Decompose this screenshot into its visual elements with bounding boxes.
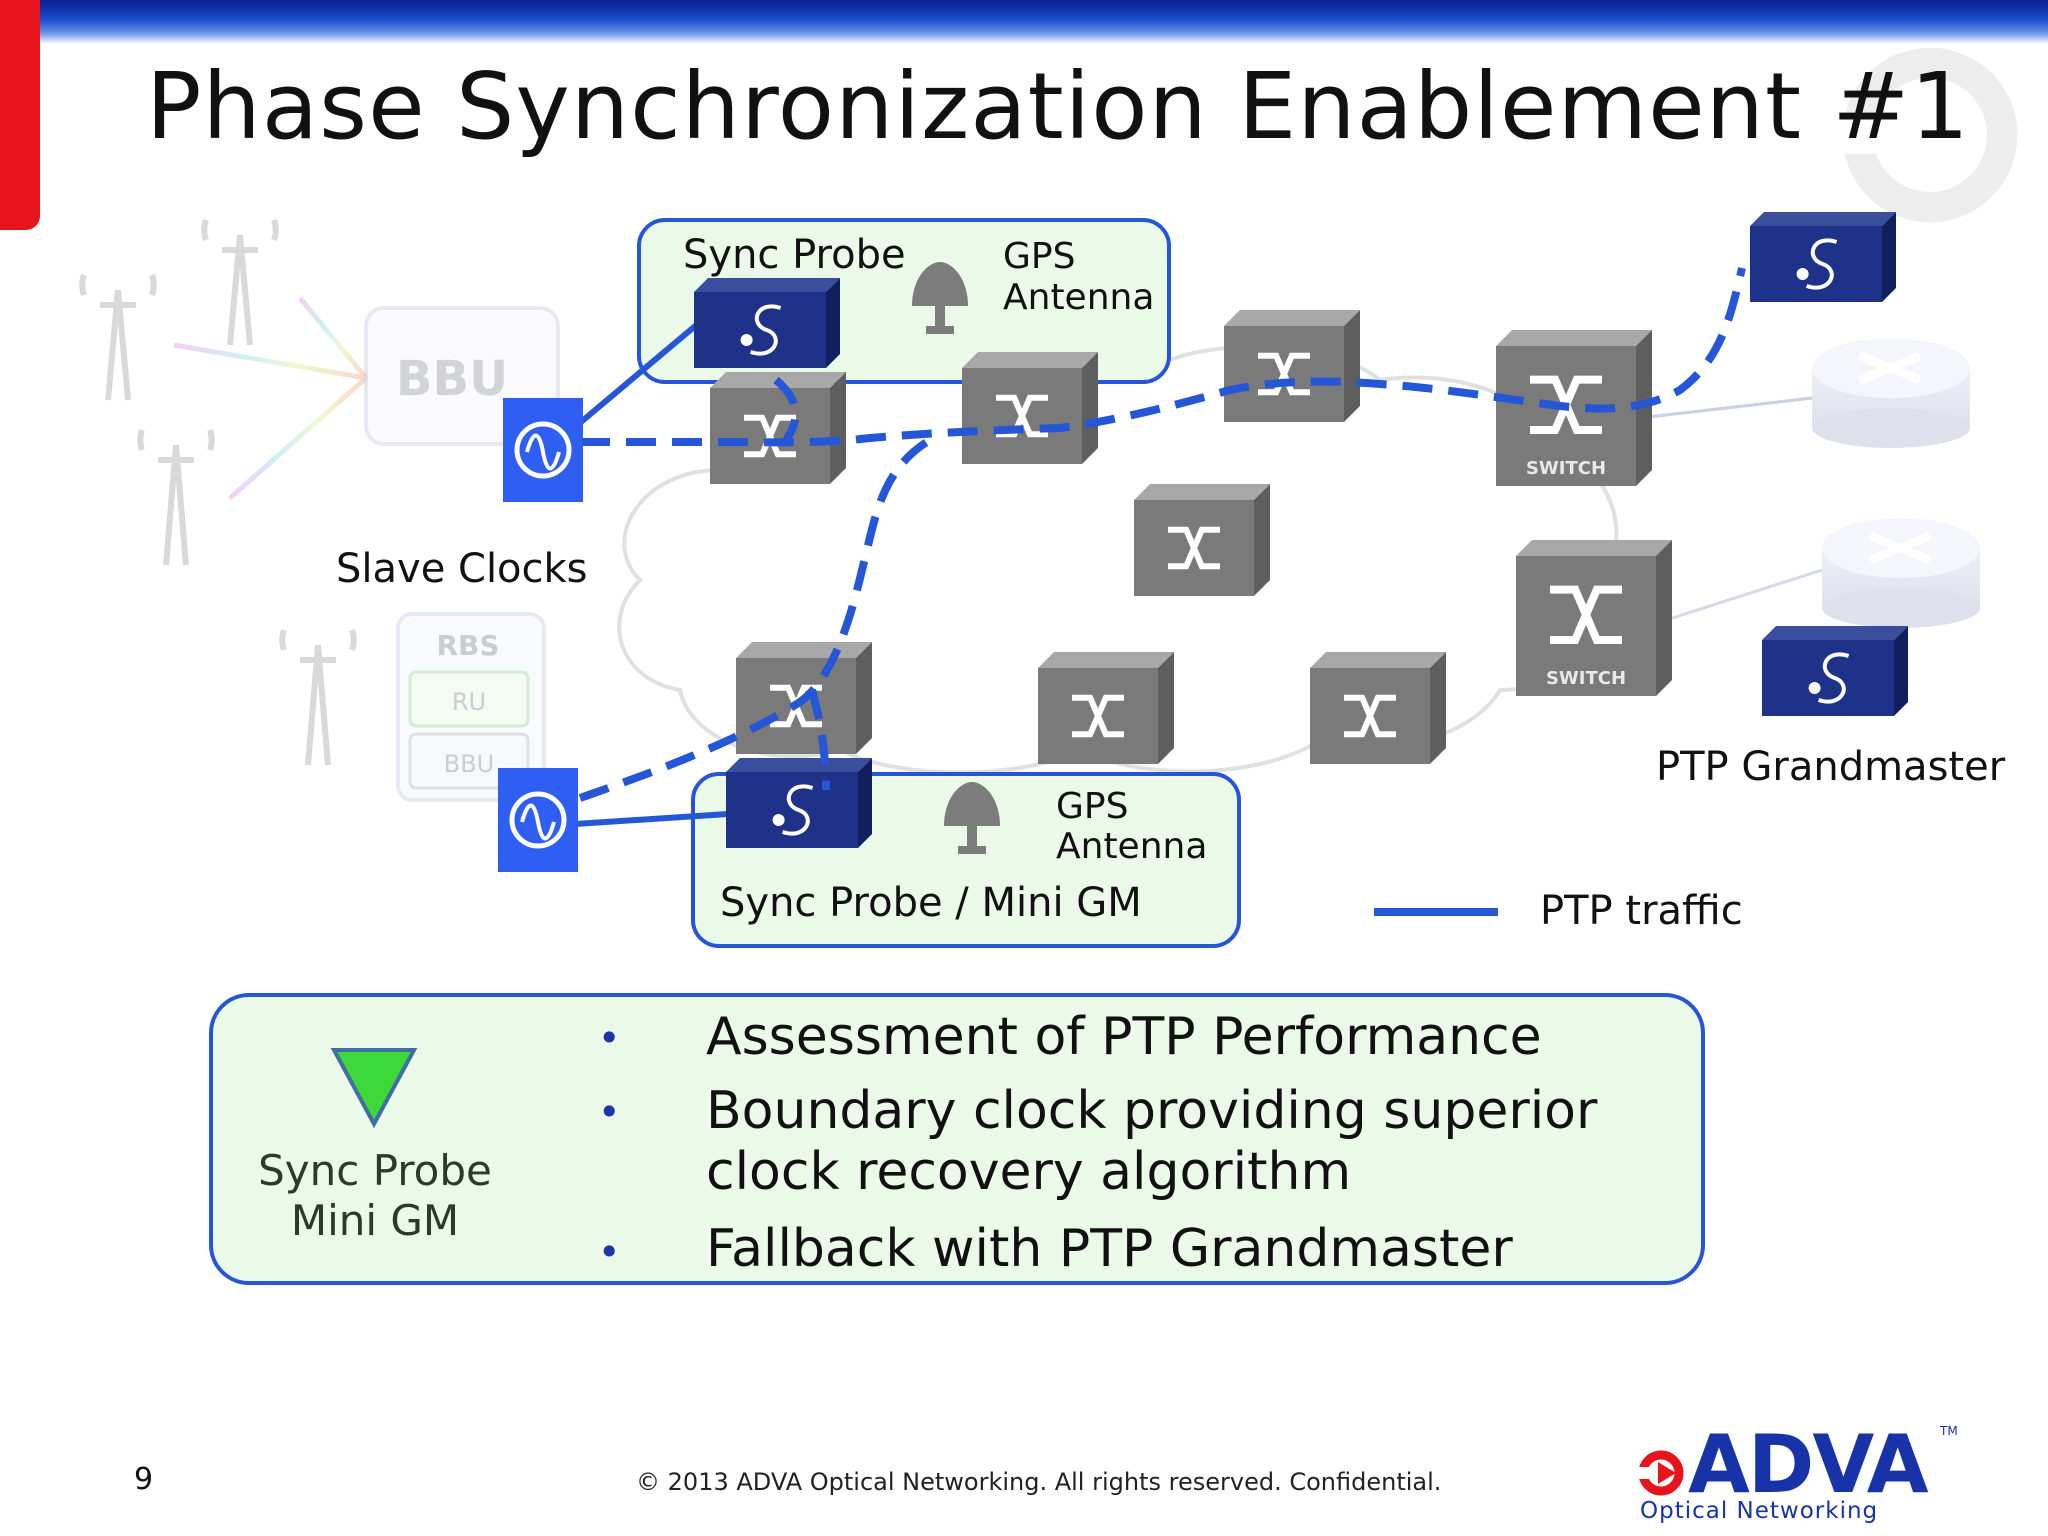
gps-top-label-2: Antenna bbox=[1003, 277, 1155, 318]
bullet-2b: clock recovery algorithm bbox=[706, 1142, 1352, 1202]
info-box bbox=[209, 993, 1705, 1285]
switch-icon bbox=[962, 352, 1098, 464]
sync-probe-device-icon bbox=[694, 278, 840, 368]
router-icon bbox=[1822, 518, 1980, 628]
sync-probe-device-icon bbox=[726, 758, 872, 848]
bullet-dot: • bbox=[598, 1230, 621, 1274]
switch-icon bbox=[1038, 652, 1174, 764]
logo-word: ADVA bbox=[1688, 1418, 1929, 1511]
probe-legend-text: Sync Probe Mini GM bbox=[205, 1146, 545, 1246]
cell-tower-icon bbox=[79, 274, 157, 401]
fronthaul-lines bbox=[173, 296, 368, 500]
rbs-bbu-label: BBU bbox=[444, 750, 495, 778]
page-number: 9 bbox=[134, 1462, 154, 1497]
bullet-dot: • bbox=[598, 1090, 621, 1134]
sync-probe-triangle-icon bbox=[330, 1048, 418, 1128]
bullet-2a: Boundary clock providing superior bbox=[706, 1081, 1598, 1141]
rbs-box: RBS RU BBU bbox=[396, 612, 546, 802]
switch-label: SWITCH bbox=[1546, 668, 1626, 689]
large-switch-icon: SWITCH bbox=[1496, 330, 1652, 486]
cell-tower-icon bbox=[137, 429, 215, 566]
adva-logo: ADVA TM Optical Networking bbox=[1636, 1420, 1958, 1526]
slave-clock-icon bbox=[498, 768, 578, 872]
ptp-traffic-label: PTP traffic bbox=[1540, 888, 1743, 934]
probe-legend-line-2: Mini GM bbox=[290, 1196, 460, 1245]
switch-icon bbox=[1134, 484, 1270, 596]
sync-probe-top-label: Sync Probe bbox=[683, 232, 906, 278]
switch-icon bbox=[710, 372, 846, 484]
copyright-text: © 2013 ADVA Optical Networking. All righ… bbox=[636, 1468, 1442, 1496]
sync-probe-bottom-label: Sync Probe / Mini GM bbox=[720, 880, 1142, 926]
switch-icon bbox=[1224, 310, 1360, 422]
top-banner bbox=[0, 0, 2048, 44]
bbu-label: BBU bbox=[396, 351, 508, 407]
router-icon bbox=[1812, 338, 1970, 448]
rbs-label: RBS bbox=[436, 629, 499, 662]
logo-subtitle: Optical Networking bbox=[1640, 1498, 1879, 1524]
ptp-solid-links bbox=[573, 319, 1813, 827]
ptp-dashed-paths bbox=[578, 267, 1746, 802]
sync-probe-device-icon bbox=[1750, 212, 1896, 302]
gps-bottom-label-2: Antenna bbox=[1056, 826, 1208, 867]
ru-label: RU bbox=[452, 688, 486, 716]
slave-clock-icon bbox=[503, 398, 583, 502]
bullet-1: Assessment of PTP Performance bbox=[706, 1007, 1542, 1067]
sync-probe-device-icon bbox=[1762, 626, 1908, 716]
cell-tower-icon bbox=[279, 629, 357, 766]
gps-bottom-label-1: GPS bbox=[1056, 786, 1129, 827]
adva-logo-icon bbox=[1636, 1450, 1684, 1496]
switch-icon bbox=[1310, 652, 1446, 764]
gps-top-label-1: GPS bbox=[1003, 236, 1076, 277]
logo-tm: TM bbox=[1940, 1424, 1958, 1438]
gps-antenna-icon bbox=[944, 782, 1000, 854]
large-switch-icon: SWITCH bbox=[1516, 540, 1672, 696]
ptp-grandmaster-label: PTP Grandmaster bbox=[1656, 744, 2006, 790]
probe-legend-line-1: Sync Probe bbox=[258, 1146, 492, 1195]
red-side-tab bbox=[0, 0, 40, 230]
slave-clocks-label: Slave Clocks bbox=[336, 546, 588, 592]
bullet-3: Fallback with PTP Grandmaster bbox=[706, 1219, 1513, 1279]
bullet-dot: • bbox=[598, 1016, 621, 1060]
gps-antenna-icon bbox=[912, 262, 968, 334]
adva-watermark-icon bbox=[1835, 47, 2018, 223]
page-title: Phase Synchronization Enablement #1 bbox=[146, 53, 1970, 160]
switch-label: SWITCH bbox=[1526, 458, 1606, 479]
cell-tower-icon bbox=[201, 219, 279, 346]
